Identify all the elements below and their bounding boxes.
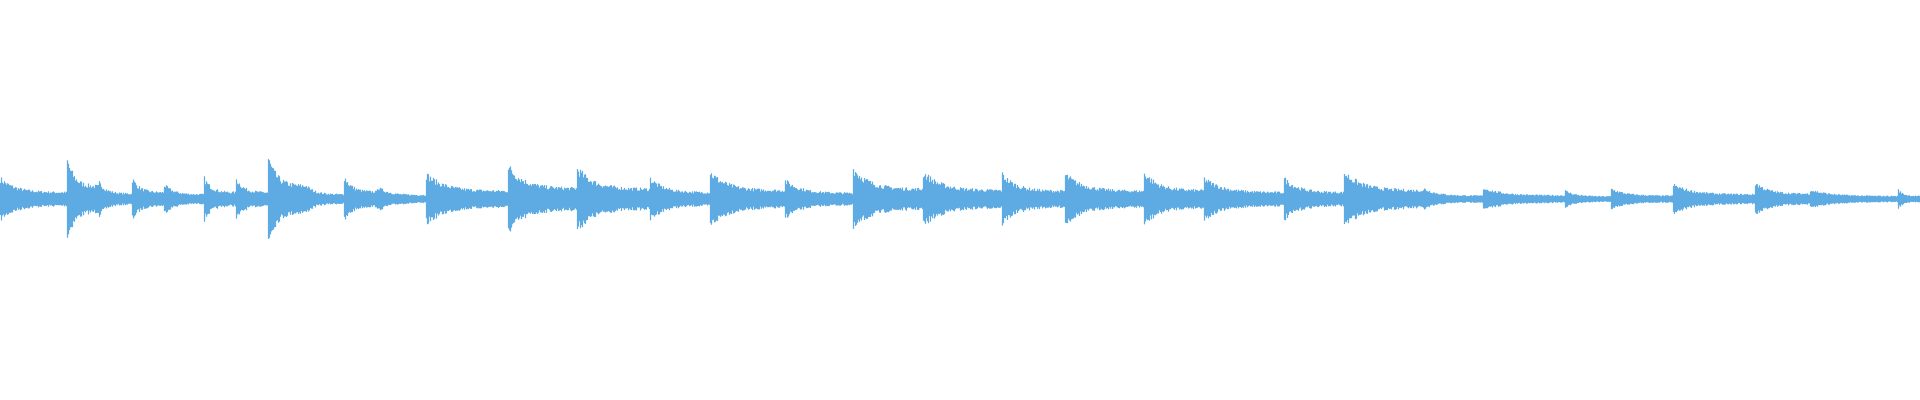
waveform-segment-25 [1423,188,1484,210]
waveform-segment-0 [0,177,68,221]
waveform-segment-24 [1343,174,1425,224]
waveform-segment-19 [1001,172,1066,226]
waveform-segment-23 [1283,177,1345,221]
waveform-segment-6 [235,179,269,219]
waveform-segment-15 [709,173,786,225]
waveform-segment-14 [649,177,711,221]
waveform-segment-32 [1897,189,1920,209]
waveform-segment-27 [1564,190,1612,208]
waveform-segment-1 [66,160,100,238]
waveform-segment-7 [267,159,306,239]
waveform-segment-5 [203,176,237,222]
waveform-segment-30 [1754,184,1811,214]
waveform-segment-22 [1203,177,1285,221]
waveform-segment-4 [163,185,205,213]
waveform-segment-18 [922,174,1003,224]
waveform-segment-21 [1143,173,1205,225]
waveform-segment-16 [784,180,854,218]
waveform-segment-31 [1809,190,1899,208]
waveform-segment-8 [304,186,345,212]
waveform-segment-29 [1672,184,1756,214]
waveform-segment-2 [98,181,133,217]
waveform-segment-17 [852,169,924,229]
waveform-segment-11 [425,173,509,225]
waveform-segment-3 [131,179,165,219]
waveform-segment-12 [507,166,578,232]
waveform-segment-28 [1610,188,1674,210]
waveform-segment-26 [1482,189,1566,209]
waveform-segment-13 [576,169,651,229]
waveform-segment-20 [1064,174,1145,224]
waveform-segment-9 [343,178,378,220]
waveform-segment-10 [376,187,427,211]
